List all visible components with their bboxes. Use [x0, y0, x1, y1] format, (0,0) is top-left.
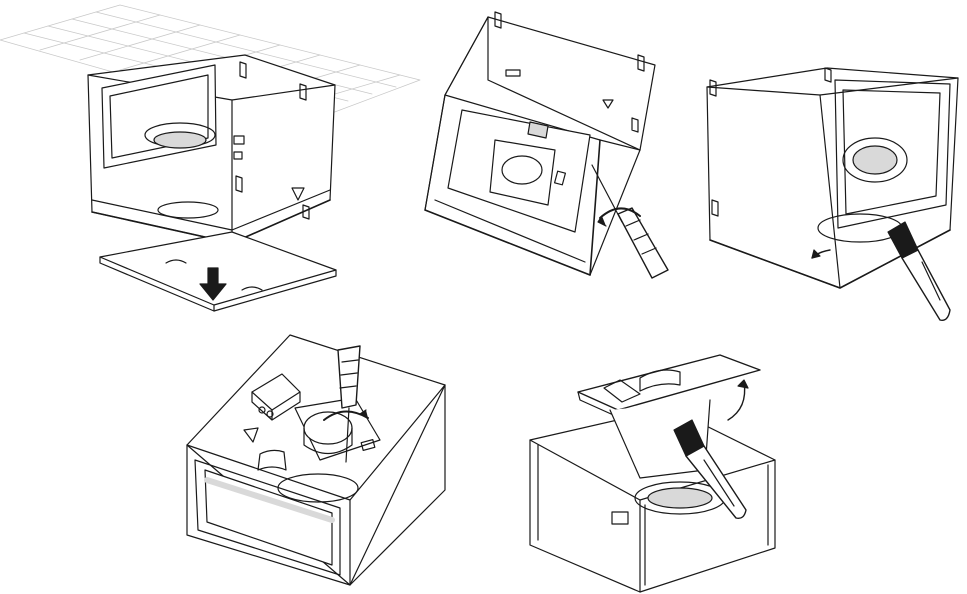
panel-unscrew-underside [424, 11, 669, 279]
panel-unscrew-motor-plate [186, 334, 446, 586]
fan-box-underside [424, 11, 656, 276]
screwdriver-icon [323, 345, 369, 463]
brush-icon [887, 221, 951, 321]
lift-arrow-icon [727, 381, 746, 421]
panel-brush-impeller [706, 67, 959, 321]
arrow-down-icon [199, 267, 227, 301]
lifted-motor-plate [577, 354, 761, 479]
screwdriver-icon [591, 164, 669, 279]
fan-box-ceiling [87, 54, 336, 244]
panel-lift-plate-clean [529, 354, 776, 593]
brush-icon [673, 419, 747, 520]
panel-remove-bottom-cover [0, 4, 421, 312]
fan-box-top-view [186, 334, 446, 586]
arrow-head-icon [811, 249, 821, 259]
arrow-head-icon [737, 379, 749, 389]
